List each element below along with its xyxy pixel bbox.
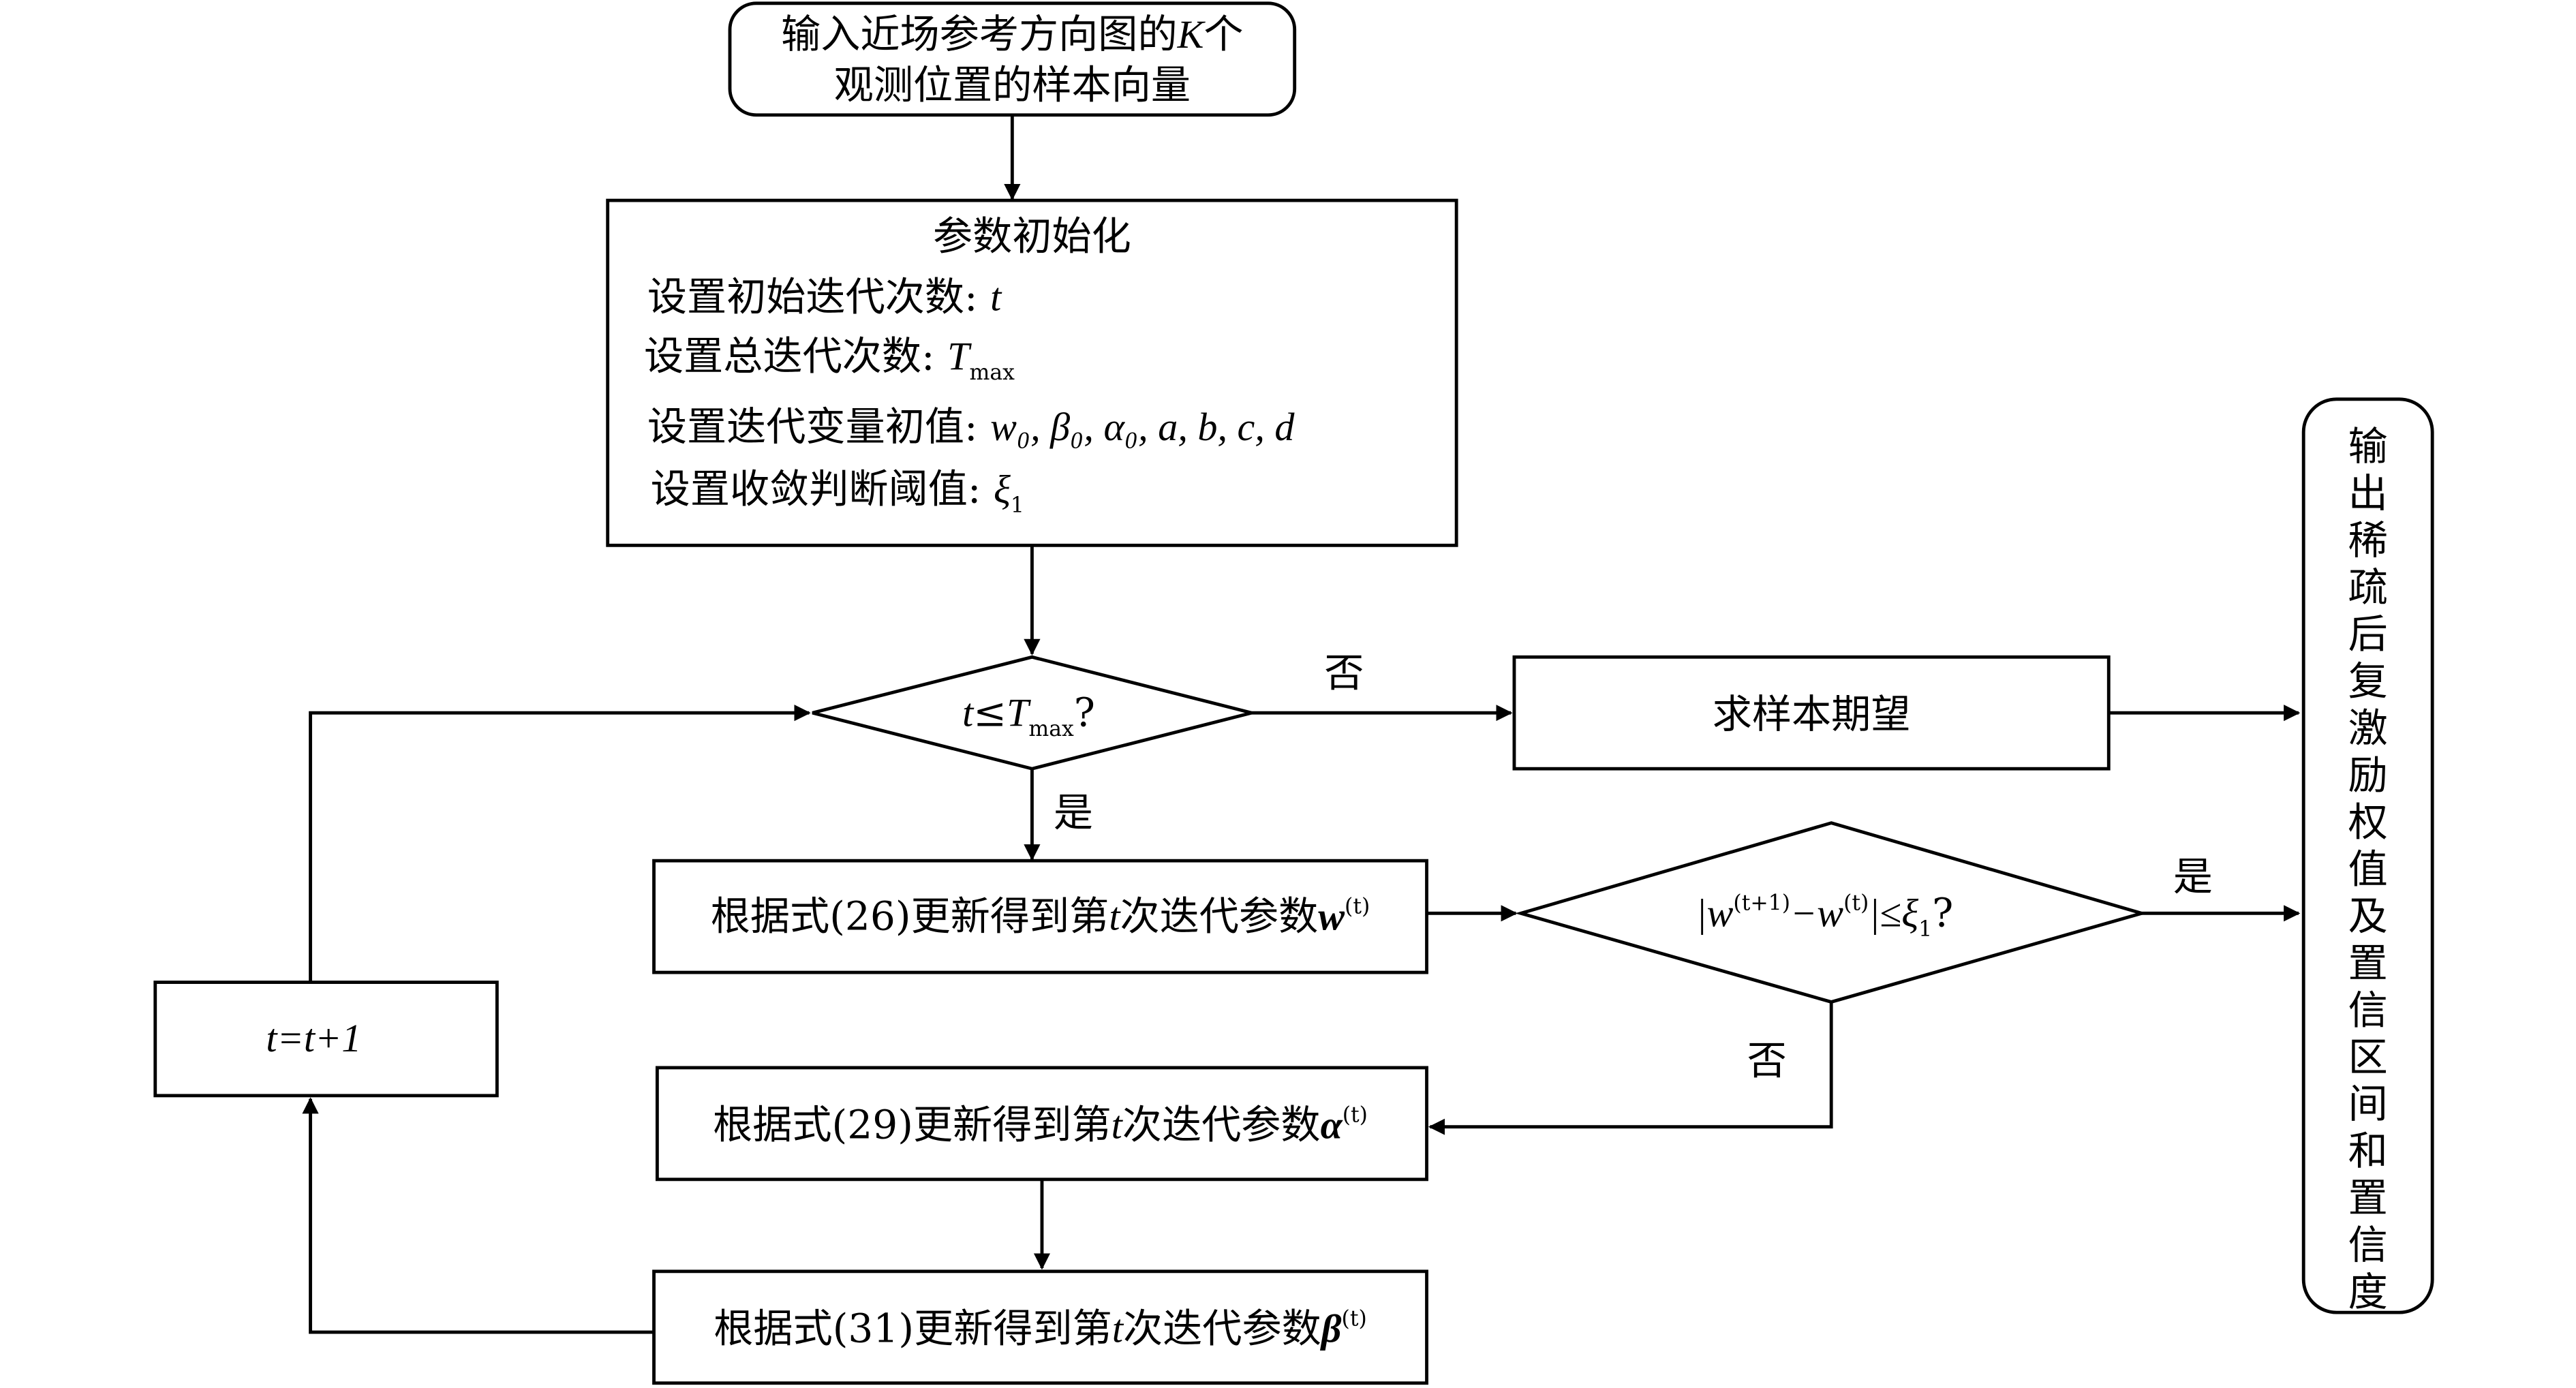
svg-text:设置初始迭代次数: t: 设置初始迭代次数: t: [647, 274, 1002, 320]
svg-text:输入近场参考方向图的K个: 输入近场参考方向图的K个: [781, 11, 1243, 57]
label-no-1: 否: [1324, 650, 1364, 696]
svg-text:观测位置的样本向量: 观测位置的样本向量: [834, 62, 1191, 108]
label-no-2: 否: [1747, 1038, 1787, 1084]
svg-text:设置迭代变量初值: w₀, β₀, α₀, a, b, c,: 设置迭代变量初值: w₀, β₀, α₀, a, b, c, d: [647, 403, 1295, 450]
increment-node: t=t+1: [153, 981, 499, 1098]
svg-text:t=t+1: t=t+1: [266, 1016, 361, 1060]
svg-text:根据式(31)更新得到第t次迭代参数β(t): 根据式(31)更新得到第t次迭代参数β(t): [714, 1306, 1367, 1352]
svg-text:设置收敛判断阈值: ξ1: 设置收敛判断阈值: ξ1: [651, 466, 1024, 518]
svg-text:设置总迭代次数: Tmax: 设置总迭代次数: Tmax: [644, 333, 1015, 385]
label-yes-1: 是: [1054, 790, 1093, 836]
arrow-decision2-no: [1428, 1002, 1833, 1135]
svg-text:根据式(26)更新得到第t次迭代参数w(t): 根据式(26)更新得到第t次迭代参数w(t): [711, 893, 1370, 940]
init-node: 参数初始化 设置初始迭代次数: t 设置总迭代次数: Tmax 设置迭代变量初值…: [606, 198, 1458, 547]
arrow-beta-to-increment: [302, 1097, 654, 1334]
start-node: 输入近场参考方向图的K个 观测位置的样本向量: [728, 1, 1297, 117]
svg-text:t≤Tmax?: t≤Tmax?: [962, 690, 1095, 741]
arrow-increment-to-decision1: [309, 705, 811, 983]
svg-text:根据式(29)更新得到第t次迭代参数α(t): 根据式(29)更新得到第t次迭代参数α(t): [713, 1102, 1368, 1148]
decision-convergence: |w(t+1)−w(t)|≤ξ1?: [1514, 821, 2148, 1004]
output-node: 输出稀疏后复激励权值及置信区间和置信度: [2301, 397, 2434, 1315]
decision-iteration-limit: t≤Tmax?: [812, 655, 1253, 771]
update-beta-node: 根据式(31)更新得到第t次迭代参数β(t): [652, 1269, 1428, 1385]
update-w-node: 根据式(26)更新得到第t次迭代参数w(t): [652, 859, 1428, 974]
svg-text:求样本期望: 求样本期望: [1713, 691, 1911, 737]
output-label: 输出稀疏后复激励权值及置信区间和置信度: [2348, 423, 2388, 1315]
label-yes-2: 是: [2173, 854, 2213, 900]
init-title: 参数初始化: [933, 213, 1131, 260]
svg-text:|w(t+1)−w(t)|≤ξ1?: |w(t+1)−w(t)|≤ξ1?: [1696, 890, 1954, 942]
update-alpha-node: 根据式(29)更新得到第t次迭代参数α(t): [655, 1066, 1428, 1182]
sample-expectation-node: 求样本期望: [1512, 655, 2111, 771]
